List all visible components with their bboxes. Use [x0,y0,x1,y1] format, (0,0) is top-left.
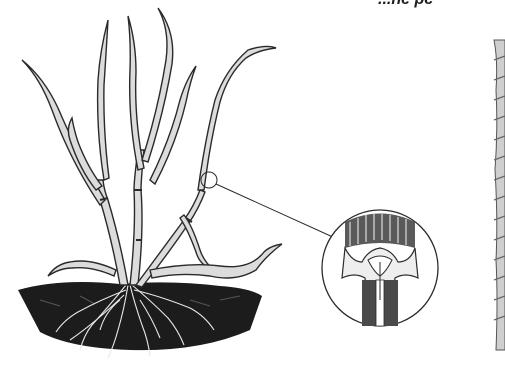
callout-line [216,184,335,238]
ligule-detail-icon [322,210,438,326]
grass-plant-icon [22,8,282,287]
seed-spike-icon [494,40,505,350]
magnifier-callout [201,172,335,238]
